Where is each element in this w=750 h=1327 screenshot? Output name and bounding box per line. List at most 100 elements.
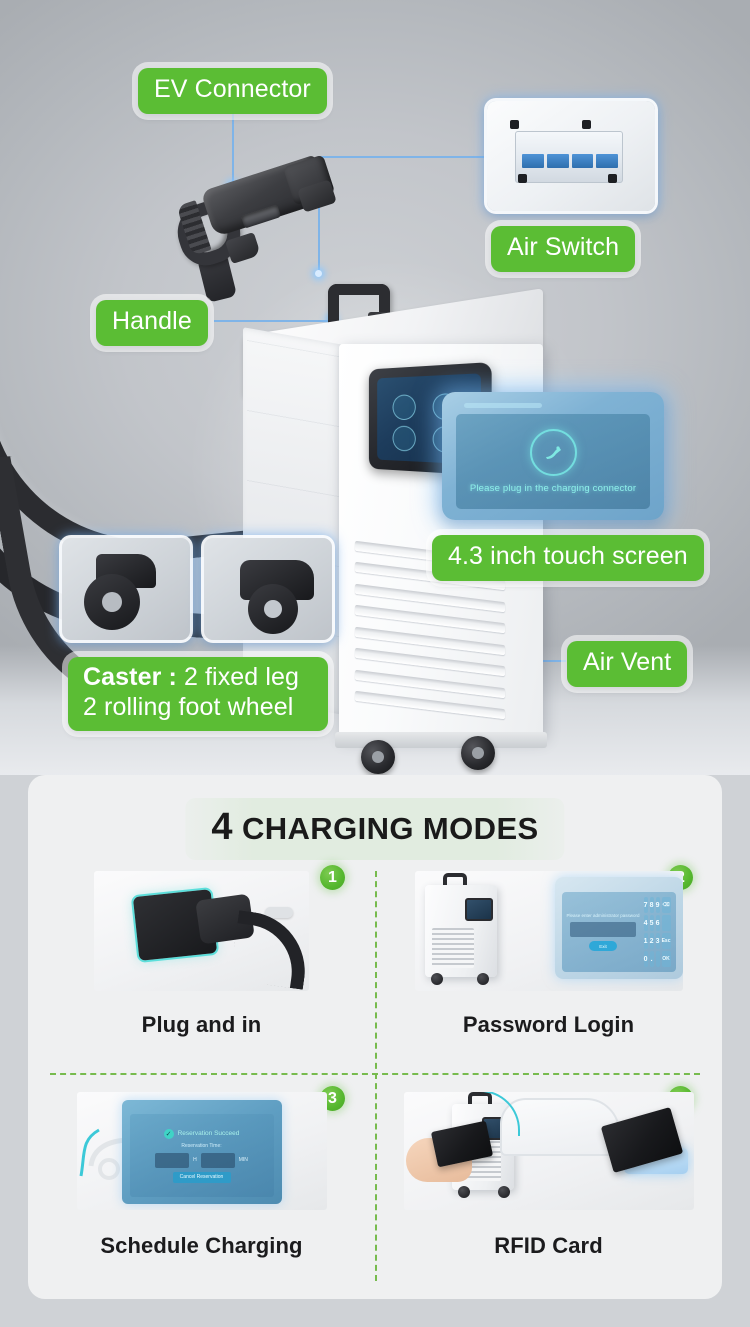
keypad-key-dot[interactable]: . bbox=[649, 951, 654, 967]
mode-label-schedule-charging: Schedule Charging bbox=[100, 1233, 303, 1258]
screen-message: Please plug in the charging connector bbox=[469, 483, 637, 494]
mode-cell-password-login[interactable]: 2 Please enter administrator password bbox=[375, 857, 722, 1078]
schedule-screen: ✓ Reservation Succeed Reservation Time: … bbox=[121, 1100, 282, 1204]
keypad-key[interactable]: 8 bbox=[649, 897, 654, 913]
keypad-key-blank bbox=[661, 915, 671, 931]
screen-tile-3 bbox=[392, 425, 416, 452]
callout-handle[interactable]: Handle bbox=[96, 300, 208, 346]
mode-badge-3-number: 3 bbox=[328, 1089, 337, 1107]
caster-inset-photo-left bbox=[62, 538, 190, 640]
keypad-key-backspace[interactable]: ⌫ bbox=[661, 897, 671, 913]
mini-charger-unit bbox=[424, 873, 497, 977]
car-outline-icon bbox=[499, 1098, 620, 1156]
mini-unit-wheel bbox=[457, 1186, 470, 1198]
mode-photo-schedule-charging: ✓ Reservation Succeed Reservation Time: … bbox=[76, 1092, 327, 1210]
leader-dot-airswitch bbox=[315, 270, 322, 277]
keypad-key[interactable]: 2 bbox=[649, 933, 654, 949]
schedule-hour-unit: H bbox=[193, 1157, 197, 1163]
screen-status-bar bbox=[464, 401, 642, 409]
callout-ev-connector[interactable]: EV Connector bbox=[138, 68, 327, 114]
keypad-password-field[interactable] bbox=[570, 922, 636, 937]
car-door-handle-icon bbox=[265, 907, 293, 918]
modes-title-banner: 4 CHARGING MODES bbox=[185, 798, 565, 860]
breaker-switch bbox=[522, 154, 544, 168]
unit-wheel-right bbox=[461, 736, 495, 770]
modes-grid: 1 Plug and in 2 bbox=[28, 857, 722, 1299]
keypad-keys: 7 8 9 ⌫ 4 5 6 1 2 3 Esc 0 bbox=[643, 897, 671, 967]
callout-touch-screen[interactable]: 4.3 inch touch screen bbox=[432, 535, 704, 581]
caster-hub bbox=[102, 592, 122, 612]
password-keypad-screen: Please enter administrator password Exit… bbox=[554, 877, 683, 979]
touchscreen-callout-photo: Please plug in the charging connector bbox=[442, 392, 664, 520]
breaker-switch-row bbox=[522, 154, 618, 168]
schedule-hour-field[interactable] bbox=[155, 1152, 190, 1168]
screen-tile-1 bbox=[392, 394, 416, 420]
grid-divider-vertical bbox=[375, 871, 377, 1281]
ev-plug-icon bbox=[529, 429, 577, 476]
check-icon: ✓ bbox=[163, 1128, 174, 1139]
breaker-panel bbox=[510, 120, 623, 183]
callout-caster-line2: 2 rolling foot wheel bbox=[83, 692, 294, 721]
keypad-key[interactable]: 7 bbox=[643, 897, 648, 913]
breaker-switch bbox=[546, 154, 569, 168]
keypad-key[interactable]: 5 bbox=[649, 915, 654, 931]
caster-hub bbox=[264, 600, 282, 618]
mode-label-password-login: Password Login bbox=[462, 1012, 635, 1037]
mini-unit-wheel bbox=[497, 1186, 510, 1198]
modes-title-text: CHARGING MODES bbox=[241, 811, 539, 846]
keypad-key[interactable]: 6 bbox=[655, 915, 660, 931]
ev-connector-gun bbox=[150, 150, 350, 320]
screen-status-pill bbox=[464, 402, 542, 408]
schedule-minute-field[interactable] bbox=[200, 1152, 235, 1168]
keypad-exit-button[interactable]: Exit bbox=[589, 941, 618, 951]
product-scene: Please plug in the charging connector EV… bbox=[0, 0, 750, 775]
callout-caster-title: Caster : bbox=[83, 663, 177, 691]
breaker-switch bbox=[571, 154, 594, 168]
charging-modes-panel: 4 CHARGING MODES 1 Plug and in 2 bbox=[28, 775, 722, 1299]
schedule-screen-content: ✓ Reservation Succeed Reservation Time: … bbox=[129, 1114, 274, 1197]
caster-inset-photo-right bbox=[204, 538, 332, 640]
keypad-key[interactable]: 3 bbox=[655, 933, 660, 949]
mode-badge-1: 1 bbox=[320, 865, 345, 890]
callout-handle-label: Handle bbox=[112, 307, 192, 335]
leader-airswitch-v bbox=[318, 156, 320, 276]
mode-photo-password-login: Please enter administrator password Exit… bbox=[414, 871, 683, 991]
cancel-reservation-button[interactable]: Cancel Reservation bbox=[172, 1171, 231, 1183]
schedule-subtitle: Reservation Time: bbox=[181, 1142, 222, 1149]
callout-caster[interactable]: Caster : 2 fixed leg 2 rolling foot whee… bbox=[68, 657, 328, 731]
mini-unit-wheel bbox=[476, 973, 489, 985]
mode-cell-schedule-charging[interactable]: 3 ✓ Reservation Succeed Reser bbox=[28, 1078, 375, 1299]
leader-ev-connector bbox=[232, 112, 234, 188]
keypad-content: Please enter administrator password Exit… bbox=[561, 892, 676, 972]
keypad-key[interactable]: 4 bbox=[643, 915, 648, 931]
keypad-key-esc[interactable]: Esc bbox=[661, 933, 671, 949]
callout-caster-line1: 2 fixed leg bbox=[183, 663, 300, 691]
callout-air-switch[interactable]: Air Switch bbox=[491, 226, 636, 272]
breaker-screw bbox=[518, 174, 527, 183]
breaker-screw bbox=[608, 174, 617, 183]
modes-title: 4 CHARGING MODES bbox=[211, 806, 538, 849]
keypad-key[interactable]: 0 bbox=[643, 951, 648, 967]
callout-air-vent[interactable]: Air Vent bbox=[567, 641, 688, 687]
modes-title-number: 4 bbox=[211, 806, 233, 848]
schedule-status-row: ✓ Reservation Succeed bbox=[163, 1128, 239, 1139]
mini-unit-handle bbox=[442, 873, 467, 885]
keypad-key-ok[interactable]: OK bbox=[661, 951, 671, 967]
mode-cell-plug-and-in[interactable]: 1 Plug and in bbox=[28, 857, 375, 1078]
keypad-prompt-text: Please enter administrator password bbox=[566, 913, 640, 918]
mode-label-plug-and-in: Plug and in bbox=[141, 1012, 262, 1037]
leader-handle bbox=[214, 320, 334, 322]
keypad-key-blank bbox=[655, 951, 660, 967]
mode-label-rfid-card: RFID Card bbox=[494, 1233, 603, 1258]
screen-content: Please plug in the charging connector bbox=[456, 414, 650, 509]
keypad-key[interactable]: 9 bbox=[655, 897, 660, 913]
breaker-screw bbox=[510, 120, 519, 129]
keypad-key[interactable]: 1 bbox=[643, 933, 648, 949]
mini-unit-vents bbox=[431, 928, 474, 968]
mode-badge-1-number: 1 bbox=[328, 868, 337, 886]
breaker-screw bbox=[582, 120, 591, 129]
mode-cell-rfid-card[interactable]: 4 RFID Card bbox=[375, 1078, 722, 1299]
grid-divider-horizontal bbox=[50, 1073, 700, 1075]
leader-airswitch-h bbox=[318, 156, 490, 158]
unit-handle bbox=[328, 284, 390, 330]
